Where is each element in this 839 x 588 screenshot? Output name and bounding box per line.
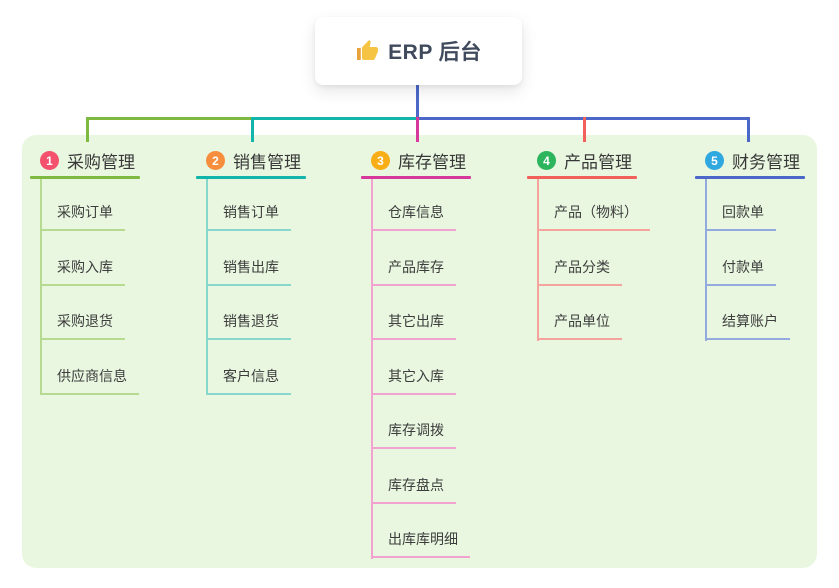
branch-label: 采购管理 xyxy=(67,153,135,172)
child-row: 仓库信息 xyxy=(371,177,470,231)
branch-number-badge: 5 xyxy=(705,151,724,170)
child-row: 采购退货 xyxy=(40,286,139,340)
child-node[interactable]: 采购订单 xyxy=(40,202,125,231)
branch-drop-line xyxy=(85,117,89,142)
child-node[interactable]: 其它出库 xyxy=(371,311,456,340)
child-row: 库存调拨 xyxy=(371,395,470,449)
child-node[interactable]: 付款单 xyxy=(705,257,776,286)
child-row: 产品（物料） xyxy=(537,177,650,231)
branch-drop-line xyxy=(250,117,254,142)
branch-number-badge: 4 xyxy=(537,151,556,170)
child-row: 销售出库 xyxy=(206,231,291,286)
child-row: 销售订单 xyxy=(206,177,291,231)
child-node[interactable]: 回款单 xyxy=(705,202,776,231)
branch-underline xyxy=(527,176,637,179)
child-node[interactable]: 产品库存 xyxy=(371,257,456,286)
children-connector-line xyxy=(537,177,539,341)
branch-underline xyxy=(30,176,140,179)
children-list: 销售订单销售出库销售退货客户信息 xyxy=(206,177,291,395)
child-row: 产品单位 xyxy=(537,286,650,340)
child-node[interactable]: 客户信息 xyxy=(206,366,291,395)
child-node[interactable]: 产品单位 xyxy=(537,311,622,340)
child-node[interactable]: 销售退货 xyxy=(206,311,291,340)
branch-title-财务管理[interactable]: 5 财务管理 xyxy=(705,147,800,174)
branch-drop-line xyxy=(415,117,419,142)
root-title: ERP 后台 xyxy=(388,41,482,64)
child-row: 产品库存 xyxy=(371,231,470,286)
rail-segment-line xyxy=(250,117,420,120)
branch-drop-line xyxy=(746,117,750,142)
children-connector-line xyxy=(206,177,208,395)
root-node[interactable]: ERP 后台 xyxy=(315,17,522,85)
trunk-connector-line xyxy=(416,85,419,119)
branch-underline xyxy=(196,176,306,179)
child-row: 客户信息 xyxy=(206,340,291,395)
children-list: 采购订单采购入库采购退货供应商信息 xyxy=(40,177,139,395)
child-row: 其它入库 xyxy=(371,340,470,395)
child-node[interactable]: 产品分类 xyxy=(537,257,622,286)
child-row: 回款单 xyxy=(705,177,790,231)
children-list: 仓库信息产品库存其它出库其它入库库存调拨库存盘点出库库明细 xyxy=(371,177,470,558)
child-node[interactable]: 采购退货 xyxy=(40,311,125,340)
branch-title-产品管理[interactable]: 4 产品管理 xyxy=(537,147,632,174)
branch-label: 库存管理 xyxy=(398,153,466,172)
child-row: 供应商信息 xyxy=(40,340,139,395)
children-list: 回款单付款单结算账户 xyxy=(705,177,790,340)
branch-label: 财务管理 xyxy=(732,153,800,172)
child-node[interactable]: 其它入库 xyxy=(371,366,456,395)
child-row: 出库库明细 xyxy=(371,504,470,558)
children-list: 产品（物料） 产品分类产品单位 xyxy=(537,177,650,340)
child-row: 采购订单 xyxy=(40,177,139,231)
child-node[interactable]: 库存调拨 xyxy=(371,420,456,449)
child-row: 销售退货 xyxy=(206,286,291,340)
child-row: 采购入库 xyxy=(40,231,139,286)
branches-panel xyxy=(22,135,817,568)
branch-number-badge: 2 xyxy=(206,151,225,170)
branch-title-库存管理[interactable]: 3 库存管理 xyxy=(371,147,466,174)
child-row: 结算账户 xyxy=(705,286,790,340)
branch-label: 产品管理 xyxy=(564,153,632,172)
child-node[interactable]: 销售出库 xyxy=(206,257,291,286)
child-row: 付款单 xyxy=(705,231,790,286)
rail-segment-line xyxy=(85,117,254,120)
child-node[interactable]: 销售订单 xyxy=(206,202,291,231)
child-row: 产品分类 xyxy=(537,231,650,286)
child-node[interactable]: 产品（物料） xyxy=(537,202,650,231)
branch-number-badge: 1 xyxy=(40,151,59,170)
child-node[interactable]: 库存盘点 xyxy=(371,475,456,504)
branch-label: 销售管理 xyxy=(233,153,301,172)
child-node[interactable]: 出库库明细 xyxy=(371,529,470,558)
child-node[interactable]: 供应商信息 xyxy=(40,366,139,395)
child-row: 其它出库 xyxy=(371,286,470,340)
child-node[interactable]: 结算账户 xyxy=(705,311,790,340)
branch-drop-line xyxy=(582,117,586,142)
child-node[interactable]: 采购入库 xyxy=(40,257,125,286)
children-connector-line xyxy=(371,177,373,559)
children-connector-line xyxy=(705,177,707,341)
child-row: 库存盘点 xyxy=(371,449,470,504)
branch-title-销售管理[interactable]: 2 销售管理 xyxy=(206,147,301,174)
branch-underline xyxy=(695,176,805,179)
child-node[interactable]: 仓库信息 xyxy=(371,202,456,231)
branch-title-采购管理[interactable]: 1 采购管理 xyxy=(40,147,135,174)
children-connector-line xyxy=(40,177,42,395)
branch-underline xyxy=(361,176,471,179)
thumbs-up-icon xyxy=(355,39,379,63)
branch-number-badge: 3 xyxy=(371,151,390,170)
